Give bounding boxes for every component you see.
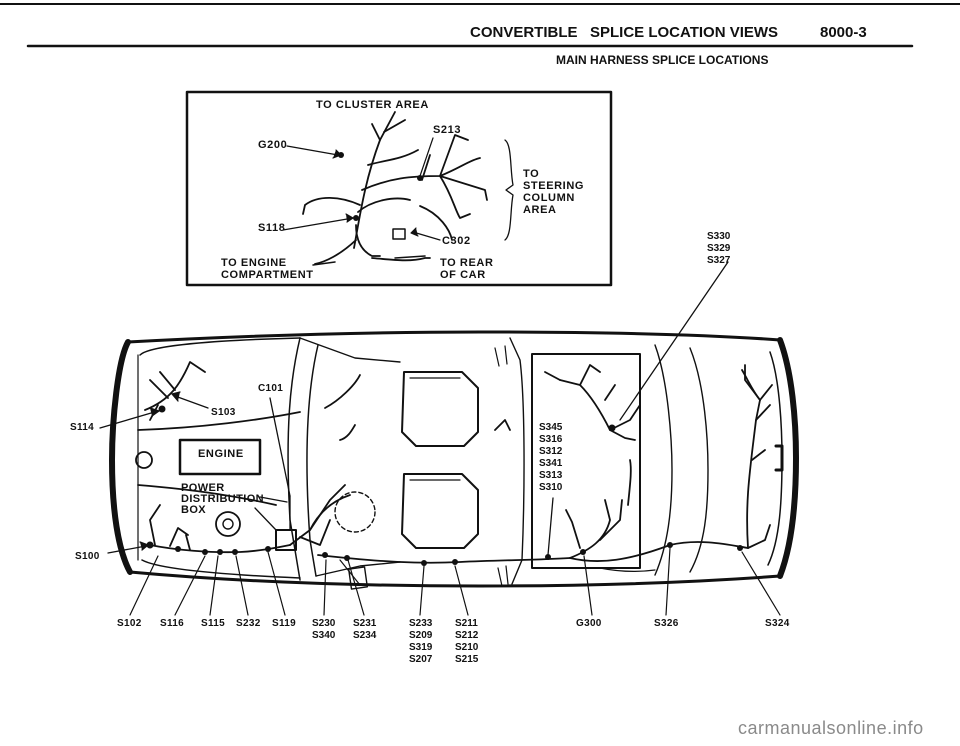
dashed-circle xyxy=(334,491,376,533)
header-title-splice-views: SPLICE LOCATION VIEWS xyxy=(590,24,779,41)
s232-label: S232 xyxy=(236,618,261,629)
inset-brace xyxy=(504,139,514,241)
s102-label: S102 xyxy=(117,618,142,629)
s211-group-label: S211 S212 S210 S215 xyxy=(455,618,479,665)
c101-label: C101 xyxy=(258,383,284,394)
inset-leaders xyxy=(282,137,441,241)
s116-label: S116 xyxy=(160,618,185,629)
s233-group-label: S233 S209 S319 S207 xyxy=(409,618,433,665)
engine-label: ENGINE xyxy=(198,448,244,460)
seats xyxy=(401,371,479,549)
inset-c302-connector xyxy=(392,228,406,240)
to-rear-arrow xyxy=(394,255,426,259)
inset-frame xyxy=(185,90,613,287)
s326-label: S326 xyxy=(654,618,679,629)
inset-to-rear-label: TO REAR OF CAR xyxy=(440,257,494,281)
s119-label: S119 xyxy=(272,618,297,629)
s103-label: S103 xyxy=(211,407,236,418)
seat-highlights xyxy=(409,377,461,481)
page-subtitle: MAIN HARNESS SPLICE LOCATIONS xyxy=(556,53,769,67)
s230-group-label: S230 S340 xyxy=(312,618,336,641)
s231-group-label: S231 S234 xyxy=(353,618,377,641)
s330-group-label: S330 S329 S327 xyxy=(707,231,731,266)
header-title-convertible: CONVERTIBLE xyxy=(470,24,578,41)
s115-label: S115 xyxy=(201,618,226,629)
inset-to-cluster-label: TO CLUSTER AREA xyxy=(316,99,429,111)
inset-c302-label: C302 xyxy=(442,235,471,247)
inset-s213-label: S213 xyxy=(433,124,462,136)
inset-harness xyxy=(302,111,488,265)
car-body xyxy=(109,330,799,588)
engine-box xyxy=(178,438,262,476)
bottom-leaders xyxy=(129,547,781,616)
power-distribution-box-label: POWER DISTRIBUTION BOX xyxy=(181,482,265,516)
car-splice-dots xyxy=(146,405,743,566)
s330-leader xyxy=(619,261,729,421)
inset-s118-label: S118 xyxy=(258,222,286,234)
grommet-symbol xyxy=(135,451,153,469)
pdb-symbol-inner xyxy=(222,518,234,530)
shift-boot xyxy=(347,566,369,590)
inset-to-steering-label: TO STEERING COLUMN AREA xyxy=(523,168,585,216)
pdb-symbol xyxy=(215,511,241,537)
car-harness xyxy=(137,361,773,564)
s114-label: S114 xyxy=(70,422,95,433)
watermark: carmanualsonline.info xyxy=(738,718,924,738)
s100-label: S100 xyxy=(75,551,100,562)
s345-group-label: S345 S316 S312 S341 S313 S310 xyxy=(539,422,563,493)
inset-g200-label: G200 xyxy=(258,139,288,151)
car-leaders xyxy=(99,391,554,556)
inset-to-engine-label: TO ENGINE COMPARTMENT xyxy=(221,257,314,281)
to-engine-arrow xyxy=(312,261,336,266)
s324-label: S324 xyxy=(765,618,790,629)
g300-label: G300 xyxy=(576,618,602,629)
page-number: 8000-3 xyxy=(820,24,867,41)
